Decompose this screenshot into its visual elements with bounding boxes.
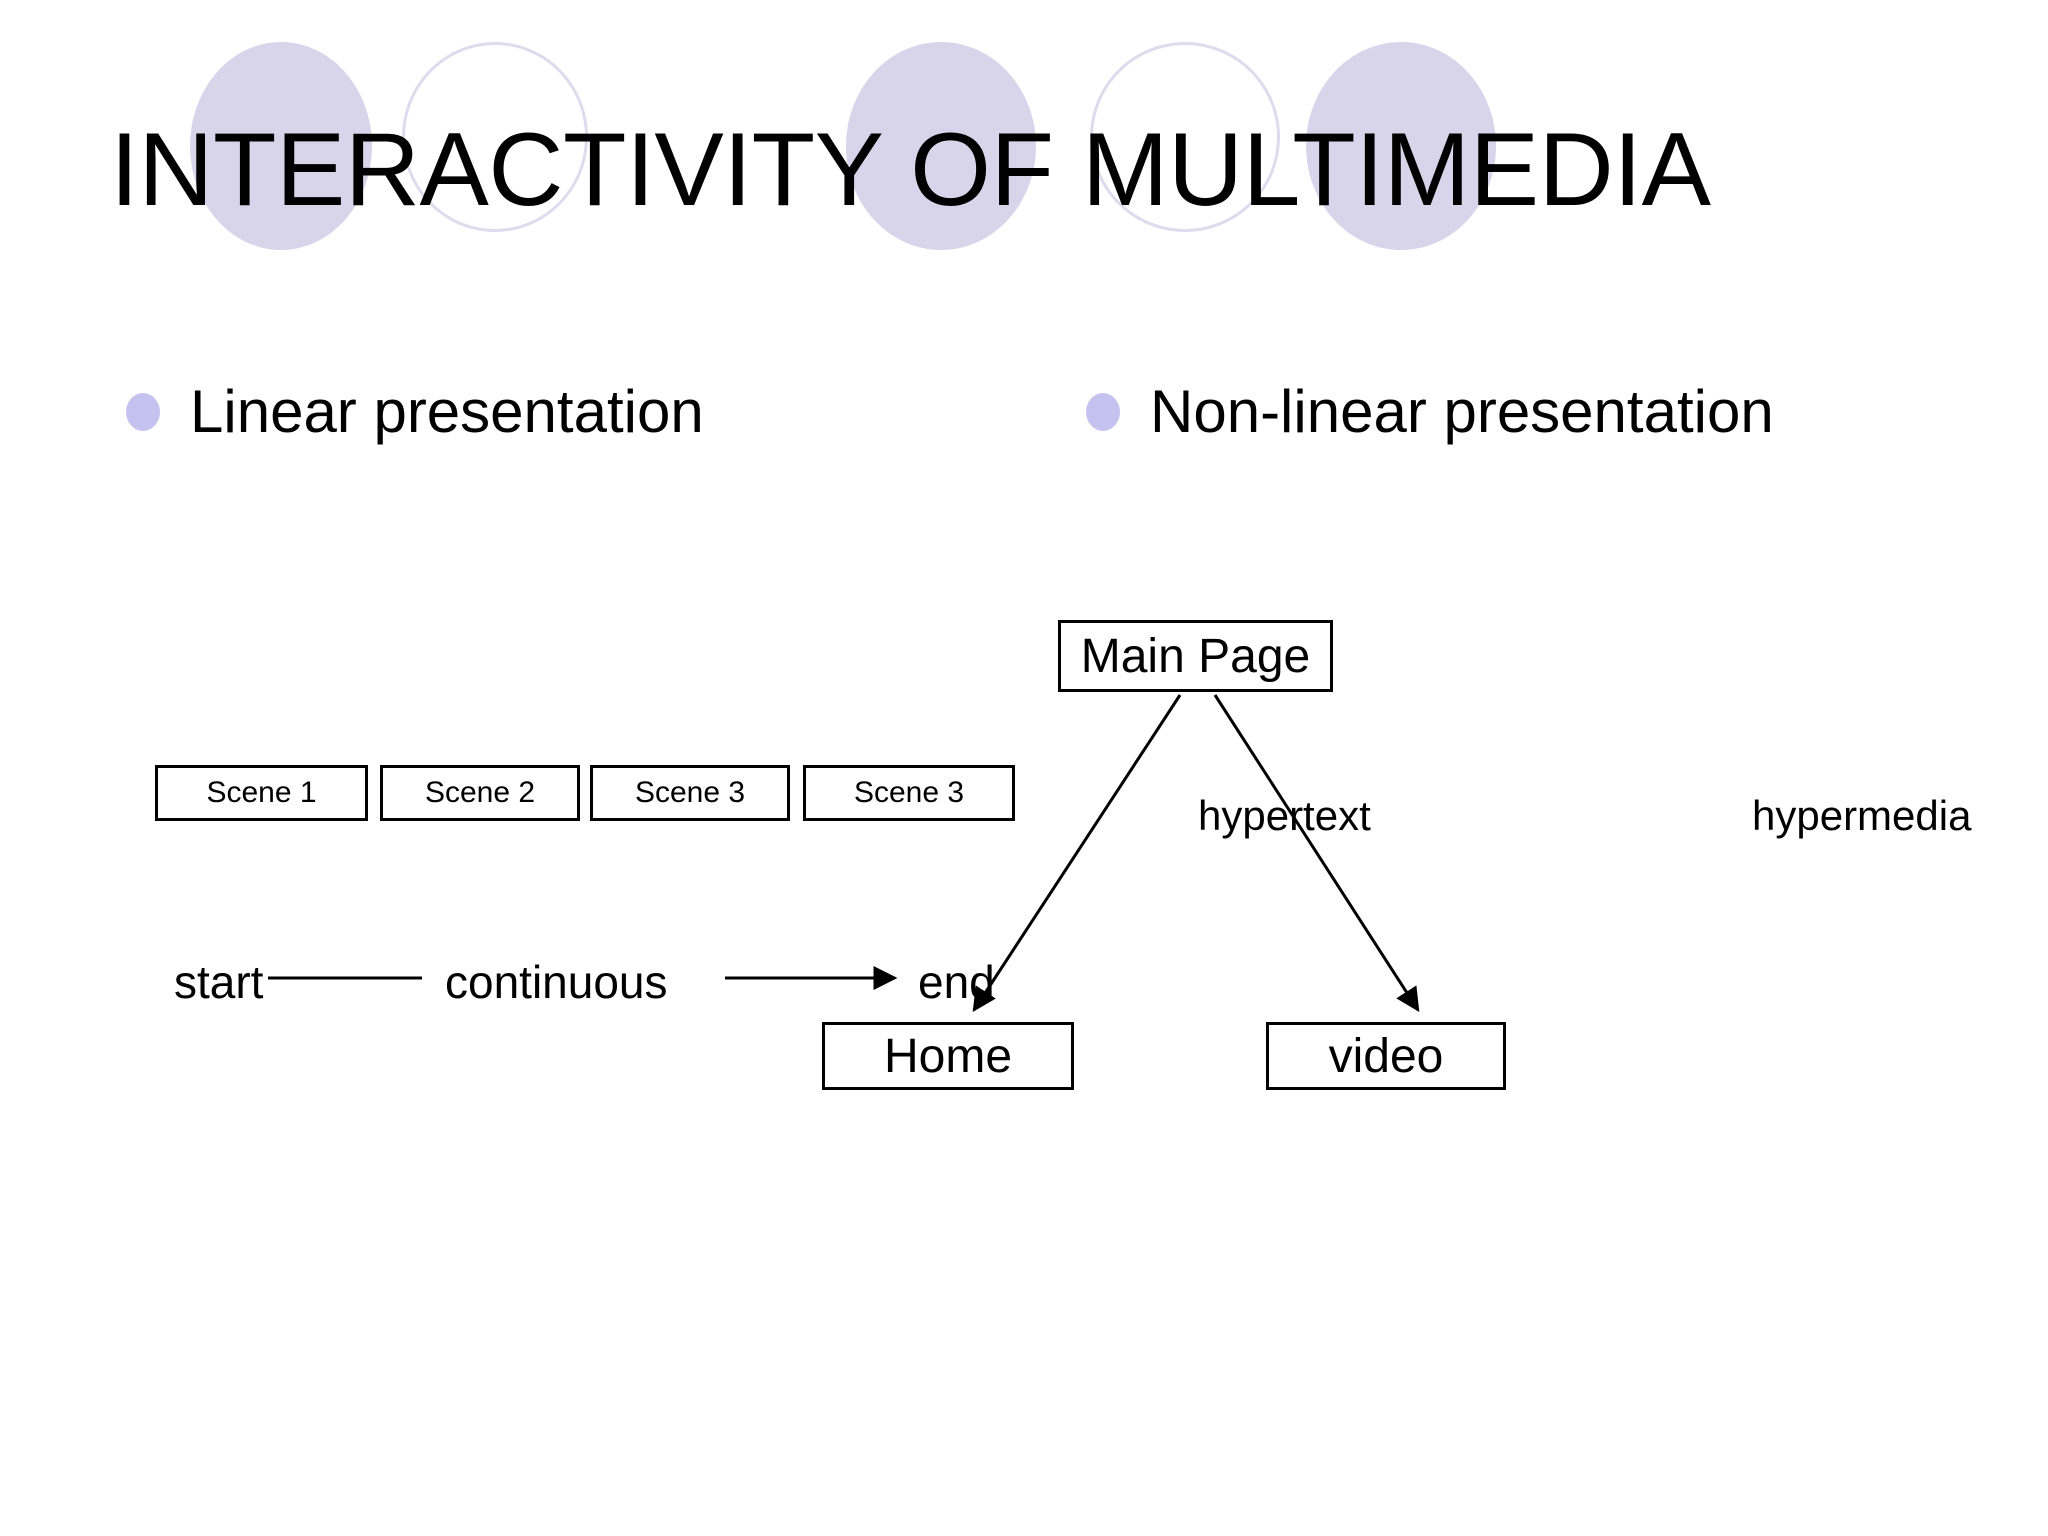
timeline-continuous-label: continuous bbox=[445, 956, 668, 1008]
slide-title: INTERACTIVITY OF MULTIMEDIA bbox=[110, 112, 1711, 228]
bullet-nonlinear-presentation: Non-linear presentation bbox=[1086, 382, 1774, 442]
node-box-home: Home bbox=[822, 1022, 1074, 1090]
timeline-connector-lines: end --> bbox=[268, 966, 898, 990]
node-box-label: Main Page bbox=[1080, 629, 1311, 683]
scene-box-label: Scene 2 bbox=[424, 776, 536, 809]
node-box-video: video bbox=[1266, 1022, 1506, 1090]
scene-box-3: Scene 3 bbox=[590, 765, 790, 821]
nonlinear-diagram-arrows bbox=[972, 694, 1420, 1013]
node-box-label: Home bbox=[883, 1029, 1013, 1083]
edge-label-hypermedia: hypermedia bbox=[1752, 792, 1972, 839]
node-box-label: video bbox=[1328, 1029, 1444, 1083]
edge-label-hypertext: hypertext bbox=[1198, 792, 1371, 839]
bullet-linear-presentation: Linear presentation bbox=[126, 382, 704, 442]
scene-box-label: Scene 3 bbox=[634, 776, 746, 809]
nonlinear-diagram bbox=[972, 600, 2040, 1160]
bullet-dot-icon bbox=[126, 393, 160, 431]
timeline-start-label: start bbox=[174, 956, 264, 1008]
node-box-main-page: Main Page bbox=[1058, 620, 1333, 692]
bullet-linear-label: Linear presentation bbox=[190, 378, 704, 445]
scene-box-label: Scene 1 bbox=[206, 776, 317, 809]
bullet-nonlinear-label: Non-linear presentation bbox=[1150, 378, 1774, 445]
scene-box-2: Scene 2 bbox=[380, 765, 580, 821]
scene-box-4: Scene 3 bbox=[803, 765, 1015, 821]
scene-box-label: Scene 3 bbox=[853, 776, 965, 809]
bullet-dot-icon bbox=[1086, 393, 1120, 431]
scene-box-1: Scene 1 bbox=[155, 765, 368, 821]
linear-timeline: end --> start continuous end bbox=[160, 945, 995, 1015]
